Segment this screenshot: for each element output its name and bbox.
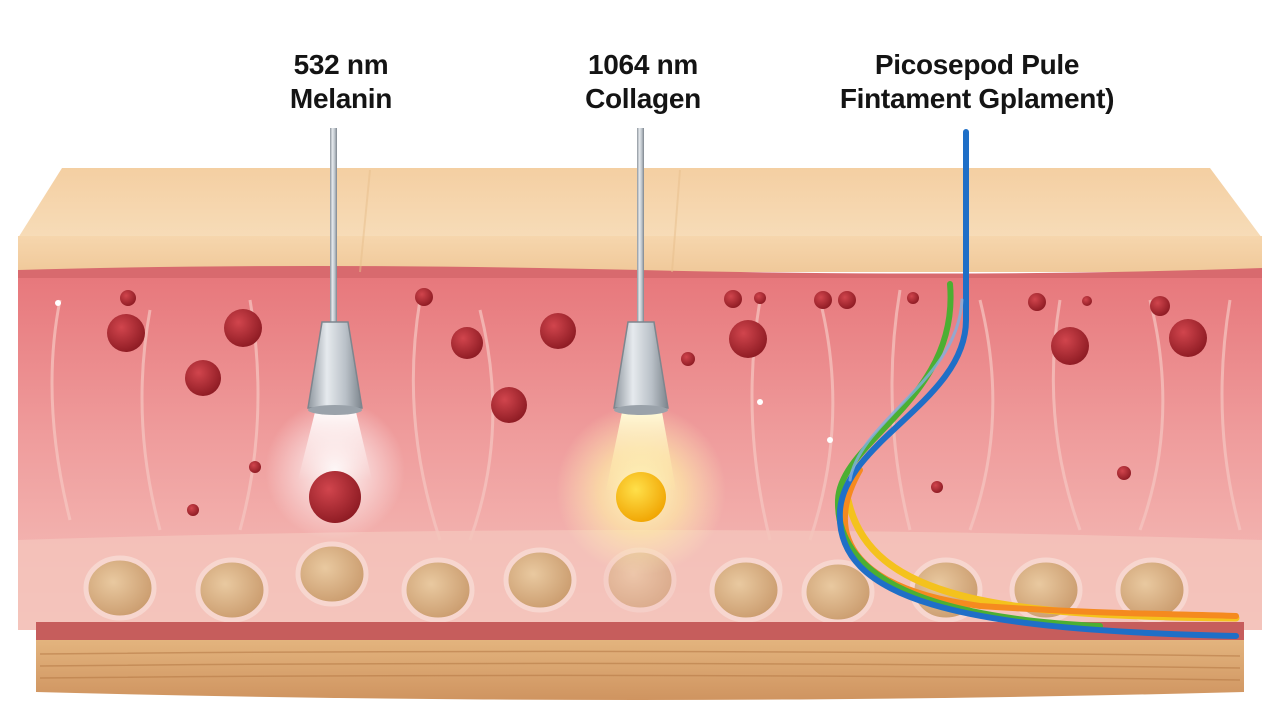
laser-probe-icon (307, 321, 363, 409)
blood-cells (55, 288, 1207, 516)
fiber-blue (836, 129, 1239, 639)
collagen-particle (616, 472, 666, 522)
laser-probe-532 (265, 128, 405, 540)
picosecond-line-1: Picosepod Pule (874, 49, 1080, 80)
laser-probe-1064 (556, 128, 726, 575)
fat-cells (83, 541, 1189, 625)
label-1064-nm: 1064 nm Collagen (538, 48, 748, 116)
target-label: Collagen (585, 83, 701, 114)
wavelength-label: 532 nm (293, 49, 389, 80)
target-label: Melanin (289, 83, 393, 114)
laser-probe-icon (613, 321, 669, 409)
melanin-particle (309, 471, 361, 523)
subcutaneous-layer (36, 622, 1244, 700)
label-532-nm: 532 nm Melanin (236, 48, 446, 116)
picosecond-line-2: Fintament Gplament) (839, 83, 1115, 114)
fiber-orange (842, 467, 1239, 619)
picosecond-fibers (834, 129, 1240, 639)
label-picosecond: Picosepod Pule Fintament Gplament) (812, 48, 1142, 116)
wavelength-label: 1064 nm (588, 49, 698, 80)
